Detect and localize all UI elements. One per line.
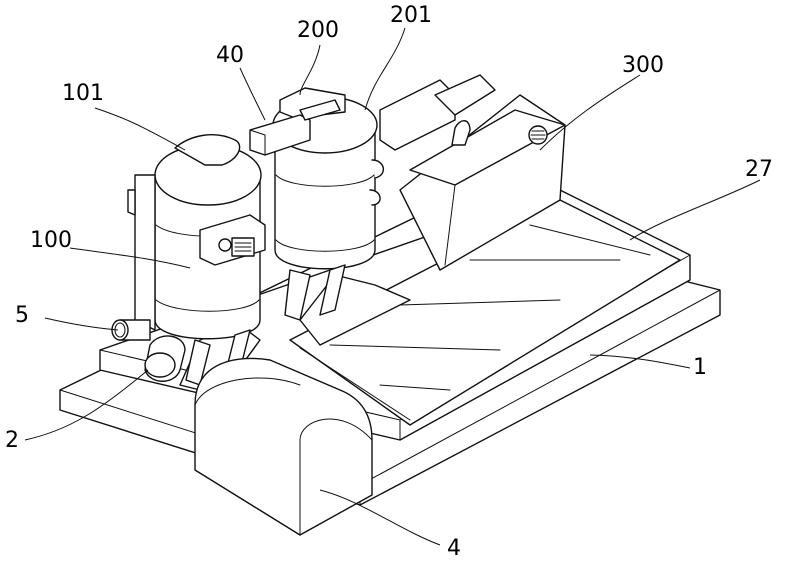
label-4: 4 xyxy=(447,536,461,561)
label-5: 5 xyxy=(15,303,29,328)
label-40: 40 xyxy=(216,43,244,68)
label-100: 100 xyxy=(30,228,72,253)
label-1: 1 xyxy=(693,355,707,380)
label-2: 2 xyxy=(5,428,19,453)
label-201: 201 xyxy=(390,3,432,28)
label-101: 101 xyxy=(62,81,104,106)
label-200: 200 xyxy=(297,18,339,43)
label-27: 27 xyxy=(745,157,773,182)
label-300: 300 xyxy=(622,53,664,78)
